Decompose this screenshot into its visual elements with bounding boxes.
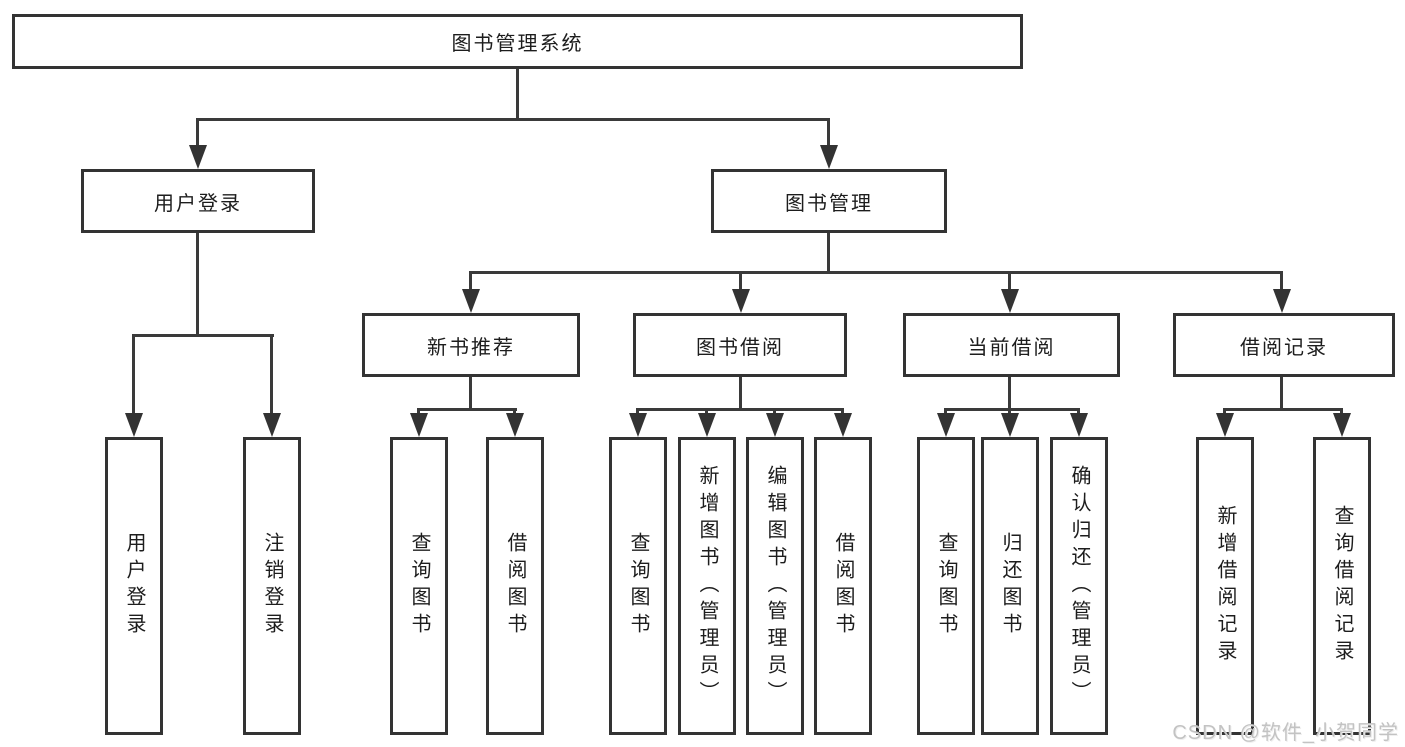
leaf-query-books-current-label: 查询图书: [935, 532, 957, 640]
arrow-down-icon: [1333, 413, 1351, 437]
arrow-down-icon: [462, 289, 480, 313]
node-root: 图书管理系统: [12, 14, 1023, 69]
connector-line: [1008, 377, 1011, 410]
arrow-down-icon: [820, 145, 838, 169]
arrow-down-icon: [263, 413, 281, 437]
leaf-add-book-admin-label: 新增图书（管理员）: [696, 464, 718, 708]
connector-line: [196, 233, 199, 336]
connector-line: [1077, 408, 1080, 416]
connector-line: [705, 408, 708, 416]
connector-line: [417, 408, 517, 411]
arrow-down-icon: [410, 413, 428, 437]
connector-line: [636, 408, 639, 416]
leaf-edit-book-admin: 编辑图书（管理员）: [746, 437, 804, 735]
leaf-user-login: 用户登录: [105, 437, 163, 735]
connector-line: [132, 334, 135, 414]
leaf-borrow-books-recommend-label: 借阅图书: [504, 532, 526, 640]
leaf-add-borrow-record-label: 新增借阅记录: [1214, 505, 1236, 667]
leaf-add-book-admin: 新增图书（管理员）: [678, 437, 736, 735]
arrow-down-icon: [1001, 413, 1019, 437]
arrow-down-icon: [766, 413, 784, 437]
leaf-query-books-borrow: 查询图书: [609, 437, 667, 735]
leaf-borrow-books-recommend: 借阅图书: [486, 437, 544, 735]
connector-line: [773, 408, 776, 416]
arrow-down-icon: [1216, 413, 1234, 437]
arrow-down-icon: [125, 413, 143, 437]
leaf-query-borrow-record-label: 查询借阅记录: [1331, 505, 1353, 667]
leaf-logout-label: 注销登录: [261, 532, 283, 640]
connector-line: [1008, 271, 1011, 291]
arrow-down-icon: [189, 145, 207, 169]
connector-line: [739, 377, 742, 410]
connector-line: [944, 408, 947, 416]
arrow-down-icon: [1273, 289, 1291, 313]
connector-line: [1280, 377, 1283, 410]
arrow-down-icon: [1001, 289, 1019, 313]
connector-line: [196, 118, 199, 148]
connector-line: [944, 408, 1080, 411]
node-book-management: 图书管理: [711, 169, 947, 233]
leaf-confirm-return-admin: 确认归还（管理员）: [1050, 437, 1108, 735]
node-user-login-label: 用户登录: [154, 192, 242, 215]
node-book-borrow-label: 图书借阅: [696, 336, 784, 359]
arrow-down-icon: [629, 413, 647, 437]
connector-line: [827, 233, 830, 273]
node-current-borrow: 当前借阅: [903, 313, 1120, 377]
connector-line: [1008, 408, 1011, 416]
connector-line: [469, 271, 1283, 274]
leaf-query-books-borrow-label: 查询图书: [627, 532, 649, 640]
connector-line: [827, 118, 830, 148]
leaf-query-books-recommend-label: 查询图书: [408, 532, 430, 640]
node-book-borrow: 图书借阅: [633, 313, 847, 377]
leaf-query-borrow-record: 查询借阅记录: [1313, 437, 1371, 735]
connector-line: [1223, 408, 1226, 416]
leaf-query-books-current: 查询图书: [917, 437, 975, 735]
node-new-book-recommend: 新书推荐: [362, 313, 580, 377]
connector-line: [196, 118, 830, 121]
leaf-add-borrow-record: 新增借阅记录: [1196, 437, 1254, 735]
connector-line: [469, 271, 472, 291]
arrow-down-icon: [937, 413, 955, 437]
arrow-down-icon: [732, 289, 750, 313]
leaf-query-books-recommend: 查询图书: [390, 437, 448, 735]
csdn-watermark: CSDN @软件_小贺同学: [1172, 722, 1399, 744]
node-user-login: 用户登录: [81, 169, 315, 233]
leaf-return-books-label: 归还图书: [999, 532, 1021, 640]
node-borrow-records-label: 借阅记录: [1240, 336, 1328, 359]
connector-line: [469, 377, 472, 410]
node-root-label: 图书管理系统: [451, 33, 584, 55]
connector-line: [841, 408, 844, 416]
connector-line: [516, 69, 519, 119]
node-current-borrow-label: 当前借阅: [967, 336, 1056, 359]
connector-line: [1340, 408, 1343, 416]
arrow-down-icon: [698, 413, 716, 437]
connector-line: [636, 408, 844, 411]
node-borrow-records: 借阅记录: [1173, 313, 1395, 377]
arrow-down-icon: [506, 413, 524, 437]
leaf-user-login-label: 用户登录: [123, 532, 145, 640]
connector-line: [513, 408, 516, 416]
arrow-down-icon: [834, 413, 852, 437]
leaf-confirm-return-admin-label: 确认归还（管理员）: [1068, 464, 1090, 708]
node-new-book-recommend-label: 新书推荐: [427, 336, 515, 359]
leaf-edit-book-admin-label: 编辑图书（管理员）: [764, 464, 786, 708]
leaf-logout: 注销登录: [243, 437, 301, 735]
leaf-borrow-books: 借阅图书: [814, 437, 872, 735]
connector-line: [1223, 408, 1343, 411]
leaf-borrow-books-label: 借阅图书: [832, 532, 854, 640]
connector-line: [739, 271, 742, 291]
connector-line: [132, 334, 274, 337]
connector-line: [1280, 271, 1283, 291]
connector-line: [417, 408, 420, 416]
connector-line: [270, 334, 273, 414]
leaf-return-books: 归还图书: [981, 437, 1039, 735]
arrow-down-icon: [1070, 413, 1088, 437]
node-book-management-label: 图书管理: [785, 192, 873, 215]
